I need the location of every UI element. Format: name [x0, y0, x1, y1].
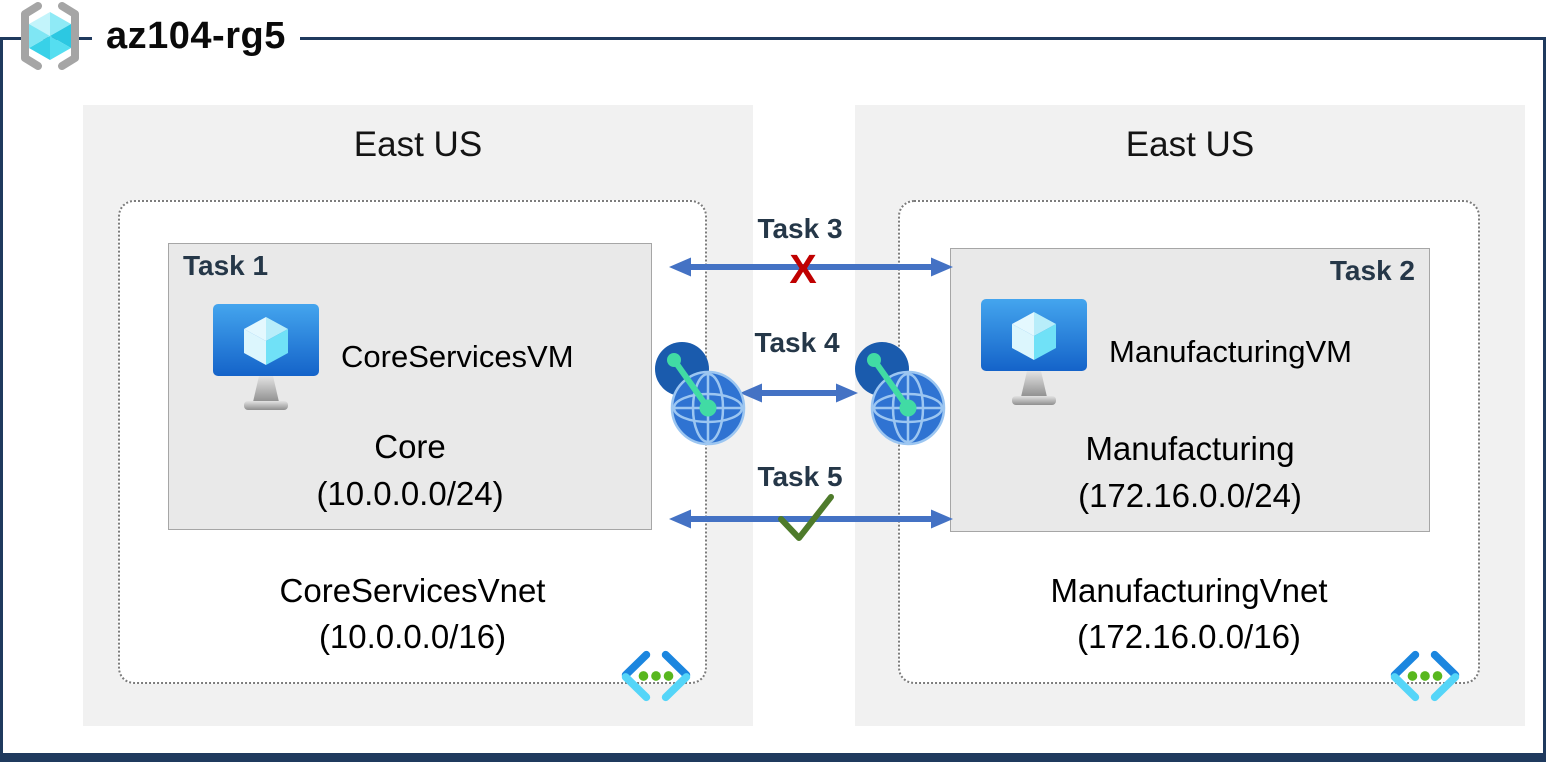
region-label: East US — [353, 125, 483, 164]
virtual-machine-icon — [211, 302, 321, 412]
resource-group-header: az104-rg5 — [8, 0, 300, 72]
vnet-cidr: (10.0.0.0/16) — [318, 618, 507, 655]
vnet-cidr: (172.16.0.0/16) — [1077, 618, 1301, 655]
vnet-coreservices: Task 1 CoreServicesVM Core (10.0.0.0/24)… — [118, 200, 707, 684]
subnet-cidr: (172.16.0.0/24) — [1078, 477, 1302, 514]
subnet-name: Core — [374, 428, 446, 465]
task-3-arrow — [669, 257, 953, 277]
subnet-caption: Core (10.0.0.0/24) — [169, 423, 651, 517]
subnet-cidr: (10.0.0.0/24) — [316, 475, 504, 512]
task-1-label: Task 1 — [183, 250, 269, 281]
vm-name: CoreServicesVM — [341, 339, 574, 374]
check-icon — [778, 494, 834, 541]
virtual-machine-icon — [979, 297, 1089, 407]
vnet-name: ManufacturingVnet — [1050, 572, 1328, 609]
x-icon: X — [789, 246, 817, 292]
task-2-label: Task 2 — [1329, 255, 1415, 286]
task-5-label: Task 5 — [757, 461, 843, 492]
vm-row: CoreServicesVM — [211, 302, 574, 412]
subnet-core: Task 1 CoreServicesVM Core (10.0.0.0/24) — [168, 243, 652, 530]
resource-group-title: az104-rg5 — [92, 14, 300, 58]
resource-group-icon — [8, 1, 92, 71]
vm-row: ManufacturingVM — [979, 297, 1352, 407]
region-label: East US — [1125, 125, 1255, 164]
subnet-caption: Manufacturing (172.16.0.0/24) — [951, 425, 1429, 519]
vm-name: ManufacturingVM — [1109, 334, 1352, 369]
resource-group-frame — [0, 37, 1546, 762]
vnet-caption: ManufacturingVnet (172.16.0.0/16) — [900, 568, 1478, 660]
virtual-network-icon — [617, 649, 695, 703]
task-4-label: Task 4 — [754, 327, 840, 358]
region-east-us-right: East US Task 2 ManufacturingVM Manufactu… — [855, 105, 1525, 726]
subnet-manufacturing: Task 2 ManufacturingVM Manufacturing (17… — [950, 248, 1430, 532]
vnet-name: CoreServicesVnet — [279, 572, 546, 609]
region-east-us-left: East US Task 1 CoreServicesVM Core (10.0… — [83, 105, 753, 726]
task-3-label: Task 3 — [757, 213, 843, 244]
vnet-caption: CoreServicesVnet (10.0.0.0/16) — [120, 568, 705, 660]
task-4-arrow — [740, 383, 858, 403]
vnet-manufacturing: Task 2 ManufacturingVM Manufacturing (17… — [898, 200, 1480, 684]
subnet-name: Manufacturing — [1085, 430, 1295, 467]
virtual-network-icon — [1386, 649, 1464, 703]
